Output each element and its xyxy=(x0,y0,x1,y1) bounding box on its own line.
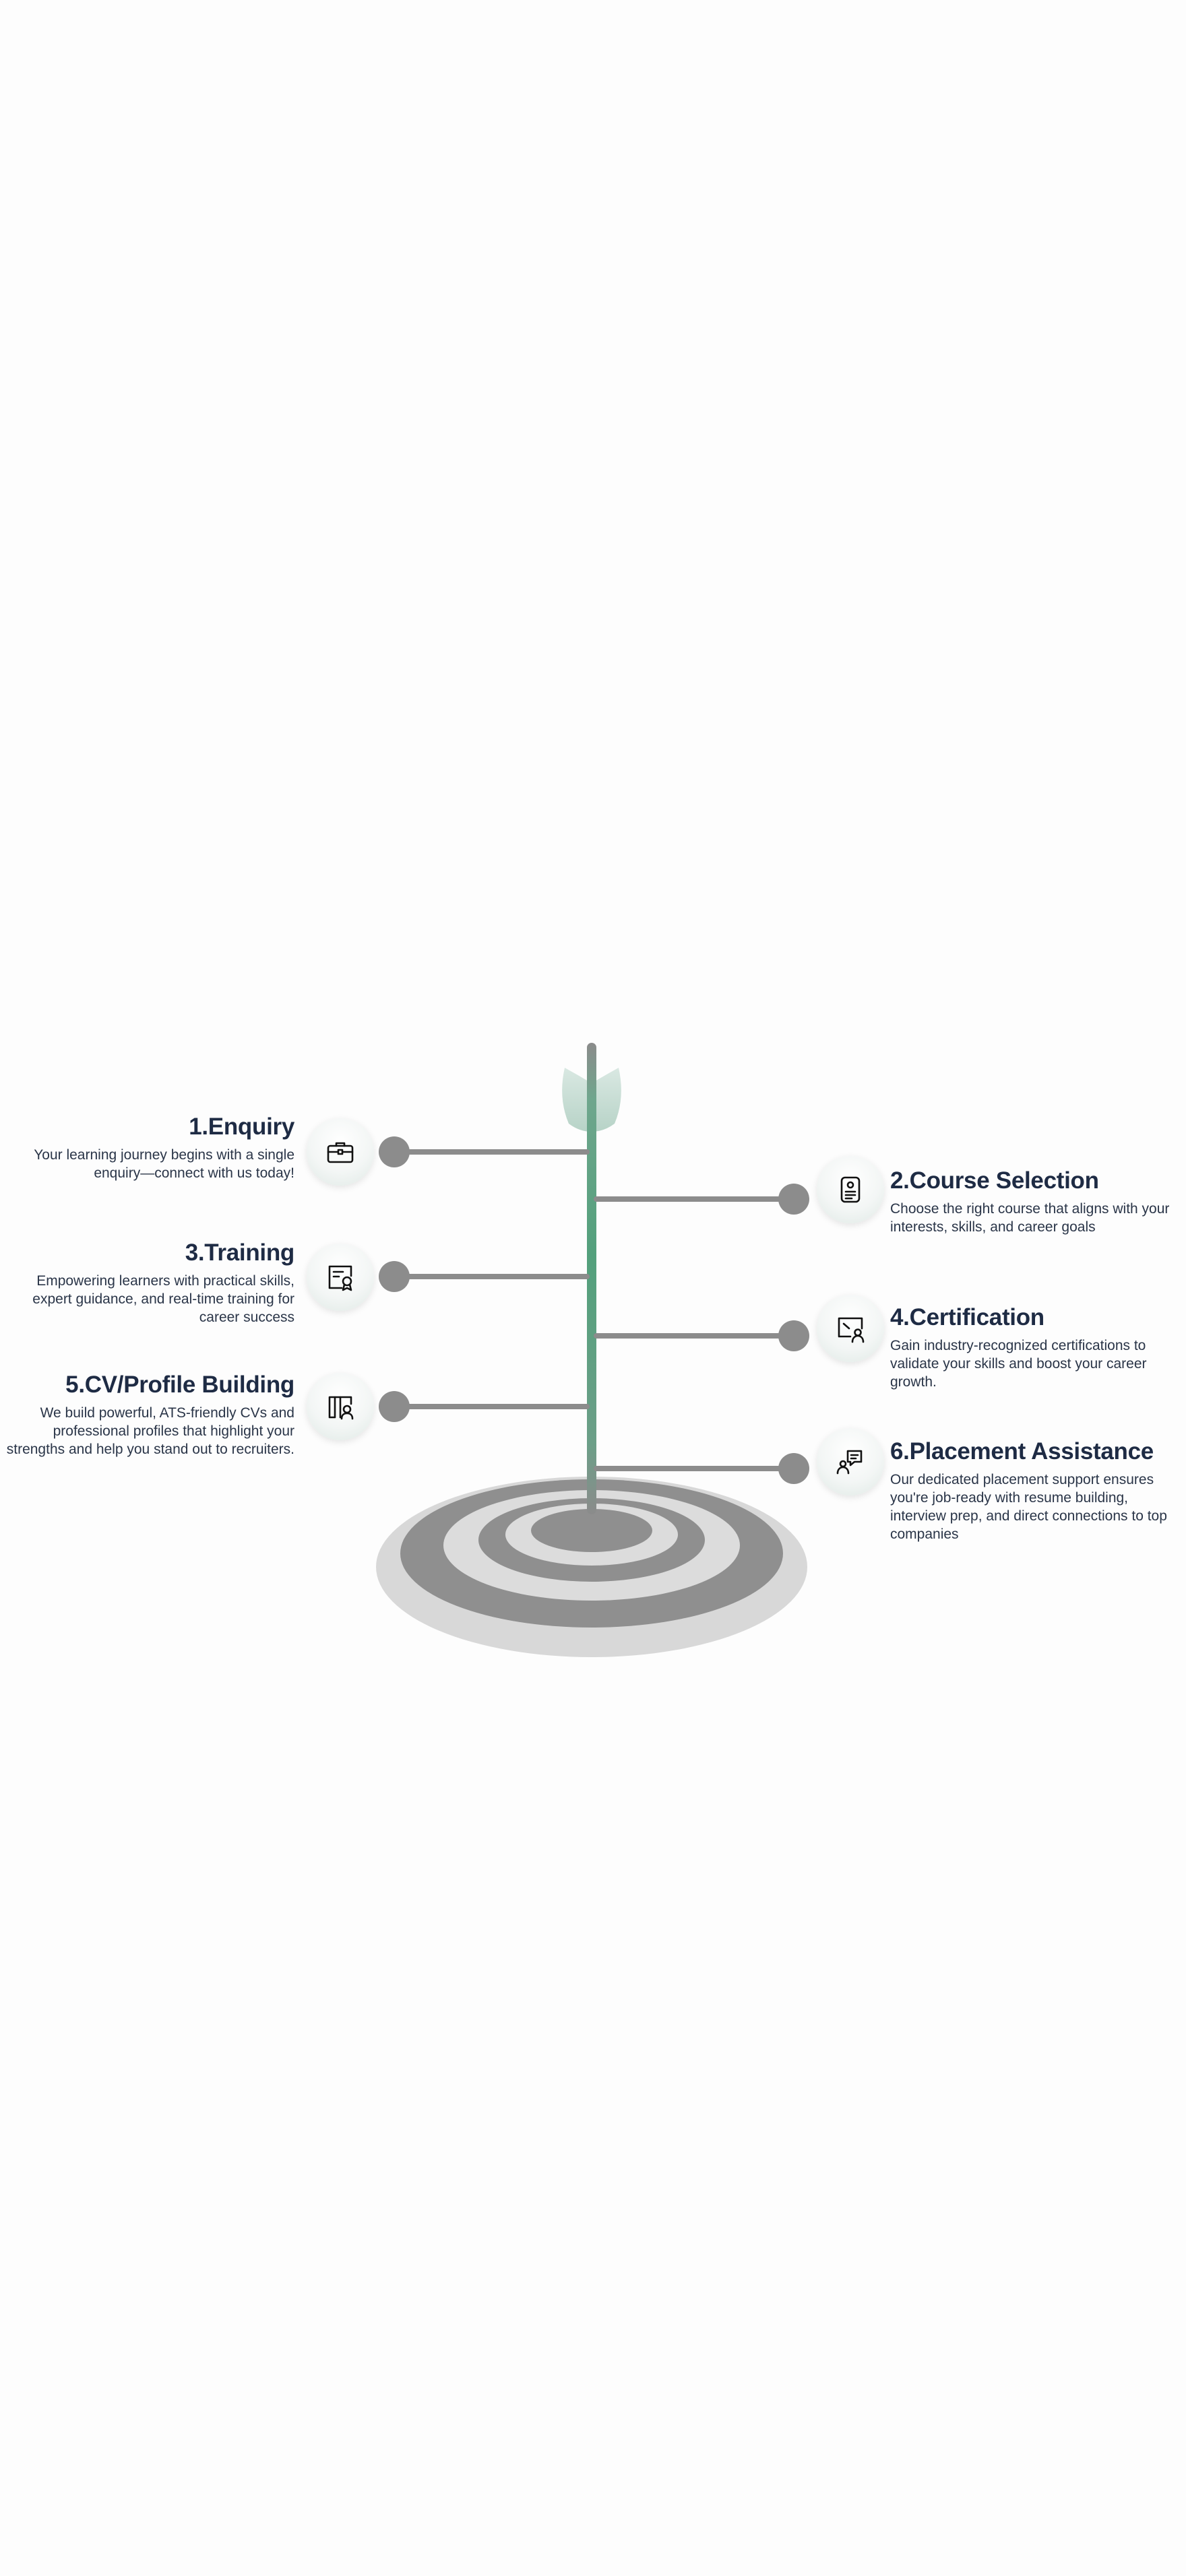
connector-dot-cv-profile-building xyxy=(379,1391,410,1422)
step-title: 3.Training xyxy=(185,1239,295,1266)
certificate-icon xyxy=(328,1265,352,1291)
connector-dot-placement-assistance xyxy=(778,1453,809,1484)
connector-dot-training xyxy=(379,1261,410,1292)
chat-support-icon xyxy=(836,1450,863,1475)
step-badge-course-selection xyxy=(817,1156,884,1223)
step-title: 4.Certification xyxy=(890,1304,1044,1330)
connectors xyxy=(392,1149,797,1471)
step-enquiry: 1.Enquiry Your learning journey begins w… xyxy=(5,1114,294,1182)
step-description: We build powerful, ATS-friendly CVs and … xyxy=(6,1405,294,1457)
arrow xyxy=(562,1043,621,1514)
profile-book-icon xyxy=(328,1396,354,1420)
target-bullseye xyxy=(531,1509,652,1552)
target-board xyxy=(376,1477,807,1657)
step-badge-enquiry xyxy=(307,1118,374,1186)
step-title: 1.Enquiry xyxy=(189,1114,294,1140)
step-title: 5.CV/Profile Building xyxy=(65,1372,294,1398)
step-training: 3.Training Empowering learners with prac… xyxy=(5,1239,294,1326)
connector-dot-enquiry xyxy=(379,1136,410,1167)
step-badge-cv-profile-building xyxy=(307,1373,374,1440)
step-description: Our dedicated placement support ensures … xyxy=(890,1472,1167,1542)
step-badge-training xyxy=(307,1244,374,1311)
step-placement-assistance: 6.Placement Assistance Our dedicated pla… xyxy=(890,1438,1180,1543)
step-course-selection: 2.Course Selection Choose the right cour… xyxy=(890,1167,1180,1236)
step-badge-certification xyxy=(817,1295,884,1362)
step-cv-profile-building: 5.CV/Profile Building We build powerful,… xyxy=(5,1372,295,1458)
step-title: 2.Course Selection xyxy=(890,1167,1099,1194)
presentation-icon xyxy=(838,1317,865,1343)
step-description: Gain industry-recognized certifications … xyxy=(890,1338,1147,1390)
step-badge-placement-assistance xyxy=(817,1428,884,1495)
connector-dot-course-selection xyxy=(778,1184,809,1215)
id-badge-icon xyxy=(840,1176,861,1203)
step-description: Your learning journey begins with a sing… xyxy=(34,1147,294,1181)
connector-dots xyxy=(379,1136,809,1484)
step-certification: 4.Certification Gain industry-recognized… xyxy=(890,1304,1180,1391)
step-description: Empowering learners with practical skill… xyxy=(32,1273,294,1325)
connector-dot-certification xyxy=(778,1320,809,1351)
step-description: Choose the right course that aligns with… xyxy=(890,1201,1170,1235)
step-title: 6.Placement Assistance xyxy=(890,1438,1154,1464)
briefcase-icon xyxy=(327,1142,354,1163)
arrow-shaft xyxy=(587,1043,596,1514)
